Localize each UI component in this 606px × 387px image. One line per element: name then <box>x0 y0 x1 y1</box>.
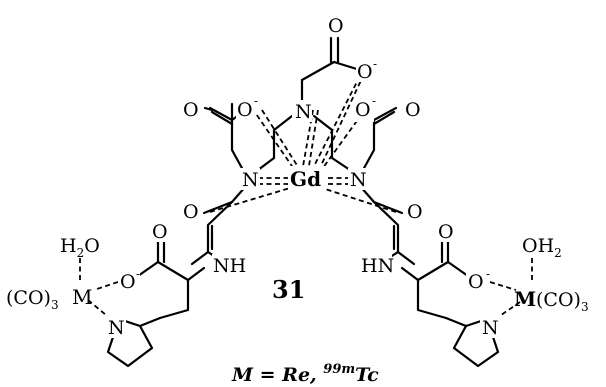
bond-skeleton <box>106 36 500 368</box>
atom-oxygen-left-amide: O <box>183 201 199 223</box>
atom-nitrogen-right: N <box>350 169 367 191</box>
charge-minus: - <box>486 267 490 281</box>
ligand-water-right: OH2 <box>522 235 562 260</box>
atom-oxygen-top: O <box>328 15 344 37</box>
atom-amide-nh-left: NH <box>213 255 246 277</box>
metal-caption: M = Re, 99mTc <box>231 362 379 386</box>
atom-nitrogen-pyrrolidine-right: N <box>482 317 499 339</box>
atom-oxygen-top-anion: O <box>357 61 373 83</box>
charge-minus: - <box>136 267 140 281</box>
atom-oxygen-right-acid: O <box>438 221 454 243</box>
atom-oxygen-left-anion: O <box>237 99 253 121</box>
ligand-water-left: H2O <box>60 235 100 260</box>
atom-nitrogen-top: N <box>295 101 312 123</box>
metal-m-left: M <box>72 285 92 309</box>
charge-minus: - <box>373 57 377 71</box>
ligand-carbonyl-left: (CO)3 <box>6 287 59 312</box>
atom-oxygen-right-carbonyl: O <box>405 99 421 121</box>
charge-minus: - <box>254 94 258 108</box>
atom-nitrogen-left: N <box>242 169 259 191</box>
atom-oxygen-right-acid-anion: O <box>468 271 484 293</box>
ligand-carbonyl-right: (CO)3 <box>536 289 589 314</box>
atom-amide-nh-right: HN <box>361 255 394 277</box>
atom-oxygen-left-acid-anion: O <box>120 271 136 293</box>
atom-oxygen-right-anion: O <box>355 99 371 121</box>
metal-m-right: M <box>514 287 536 311</box>
metal-gd: Gd <box>290 167 321 191</box>
atom-nitrogen-pyrrolidine-left: N <box>108 317 125 339</box>
atom-oxygen-left-acid: O <box>152 221 168 243</box>
coordination-bonds <box>79 73 533 321</box>
atom-oxygen-right-amide: O <box>407 201 423 223</box>
atom-labels: O O - N O O - O O - N N Gd O O NH H <box>6 12 589 339</box>
charge-minus: - <box>372 94 376 108</box>
compound-number: 31 <box>272 275 305 304</box>
atom-oxygen-left-carbonyl: O <box>183 99 199 121</box>
